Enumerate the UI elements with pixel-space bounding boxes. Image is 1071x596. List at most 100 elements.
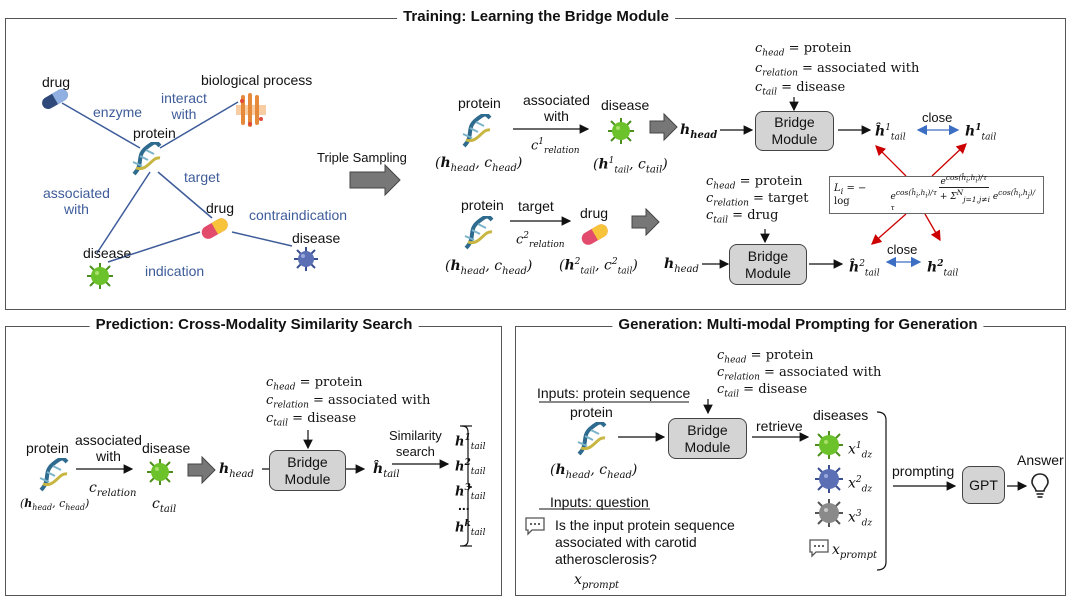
virus-green-icon — [815, 431, 843, 459]
virus-grey-icon — [815, 499, 843, 527]
close-label-2: close — [887, 242, 918, 257]
triple1-head-label: protein — [458, 95, 501, 111]
bridge-module-1: Bridge Module — [755, 111, 834, 151]
triple2-head-tuple: (hhead, chead) — [445, 258, 533, 277]
triple1-head-tuple: (hhead, chead) — [435, 155, 523, 174]
to-bridge-arrow-2 — [631, 207, 660, 237]
pred-cond-tail: ctail = disease — [266, 411, 357, 429]
gen-protein-label: protein — [570, 404, 613, 420]
edge-label-enzyme: enzyme — [93, 104, 143, 120]
triple-sampling-arrow — [349, 163, 401, 197]
hat-h2-tail: ĥ2tail — [849, 259, 880, 279]
bridge-module-1-label: Bridge Module — [771, 114, 818, 147]
h1-tail: h1tail — [965, 123, 997, 143]
h-head-1: hhead — [680, 122, 718, 141]
bridge-module-2-label: Bridge Module — [745, 247, 791, 281]
pred-disease-label: disease — [142, 440, 191, 456]
gen-answer-label: Answer — [1017, 452, 1064, 468]
triple1-relation-label: associated with — [523, 92, 590, 124]
gen-x-prompt: xprompt — [832, 542, 878, 561]
node-disease-left-label: disease — [83, 245, 132, 261]
pred-hat-tail: ĥtail — [373, 461, 400, 480]
drug-pill-icon — [581, 224, 608, 245]
prediction-title: Prediction: Cross-Modality Similarity Se… — [89, 316, 419, 333]
generation-panel: Generation: Multi-modal Prompting for Ge… — [515, 316, 1066, 596]
cond1-relation: crelation = associated with — [755, 61, 920, 79]
virus-blue-icon — [294, 247, 318, 271]
pred-relation-label: associated with — [75, 432, 142, 464]
pred-c-relation: crelation — [89, 480, 137, 499]
pred-bridge-module: Bridge Module — [269, 450, 346, 491]
triple2-relation-math: c2relation — [516, 231, 565, 250]
pred-result-3: h3tail — [455, 483, 486, 502]
edge-drug-protein — [61, 102, 141, 149]
edge-protein-bioprocess — [159, 101, 239, 149]
to-bridge-arrow-1 — [649, 112, 678, 142]
gen-prompting-label: prompting — [892, 463, 955, 479]
gen-cond-relation: crelation = associated with — [717, 365, 882, 383]
h-head-2: hhead — [664, 256, 699, 275]
node-protein-label: protein — [133, 125, 176, 141]
edge-label-contraindication: contraindication — [249, 207, 348, 223]
pred-result-k: hktail — [455, 519, 486, 538]
edge-protein-disease — [96, 171, 151, 254]
drug-capsule-icon — [42, 89, 68, 109]
protein-helix-icon — [577, 422, 607, 456]
virus-green-icon — [87, 263, 113, 289]
gen-bridge-module: Bridge Module — [668, 418, 747, 459]
cond1-tail: ctail = disease — [755, 80, 846, 98]
triple2-tail-label: drug — [580, 205, 609, 221]
gen-head-tuple: (hhead, chead) — [550, 462, 638, 481]
gen-question-text: Is the input protein sequence associated… — [555, 517, 735, 567]
pred-protein-label: protein — [26, 440, 69, 456]
chat-bubble-icon — [809, 539, 829, 558]
lightbulb-icon — [1031, 473, 1049, 498]
protein-helix-icon — [132, 142, 162, 176]
close-label-1: close — [922, 110, 953, 125]
pred-result-2: h2tail — [455, 458, 486, 477]
node-drug-mid-label: drug — [206, 200, 235, 216]
gen-inputs-protein-label: Inputs: protein sequence — [537, 385, 691, 401]
triple1-tail-tuple: (h1tail, ctail) — [593, 156, 668, 176]
gen-x-prompt-question: xprompt — [574, 572, 620, 591]
virus-blue-icon — [815, 465, 843, 493]
edge-label-indication: indication — [145, 263, 205, 279]
gen-diseases-label: diseases — [813, 407, 869, 423]
chat-bubble-icon — [525, 517, 545, 536]
edge-disease-drug — [107, 231, 201, 263]
pred-bridge-module-label: Bridge Module — [284, 453, 331, 487]
cond2-relation: crelation = target — [706, 191, 809, 209]
cond1-head: chead = protein — [755, 41, 852, 59]
gen-retrieve-label: retrieve — [756, 418, 803, 434]
node-drug-top-label: drug — [42, 74, 71, 90]
gen-x2: x2dz — [848, 475, 873, 495]
triple2-head-label: protein — [461, 197, 504, 213]
pred-similarity-search: Similarity search — [389, 428, 442, 459]
pred-h-head: hhead — [219, 461, 254, 480]
gpt-label: GPT — [969, 476, 998, 493]
node-bioprocess-label: biological process — [201, 72, 313, 88]
edge-label-associated-with: associated with — [43, 185, 110, 217]
hat-h1-tail: ĥ1tail — [875, 123, 906, 143]
cond2-head: chead = protein — [706, 174, 803, 192]
cond2-tail: ctail = drug — [706, 208, 779, 226]
pred-head-tuple: (hhead, chead) — [20, 497, 90, 513]
virus-green-icon — [608, 118, 634, 144]
triple2-relation-label: target — [518, 198, 554, 214]
node-disease-right-label: disease — [292, 230, 341, 246]
pred-cond-head: chead = protein — [266, 375, 363, 393]
prediction-panel: Prediction: Cross-Modality Similarity Se… — [5, 316, 502, 596]
gen-x3: x3dz — [848, 509, 873, 529]
triple-sampling-label: Triple Sampling — [317, 150, 407, 165]
triple1-relation-math: c1relation — [531, 137, 580, 156]
pred-c-tail: ctail — [152, 496, 177, 515]
h2-tail: h2tail — [927, 259, 959, 279]
edge-label-target: target — [184, 169, 220, 185]
pred-result-1: h1tail — [455, 433, 486, 452]
gen-bridge-module-label: Bridge Module — [684, 421, 731, 455]
